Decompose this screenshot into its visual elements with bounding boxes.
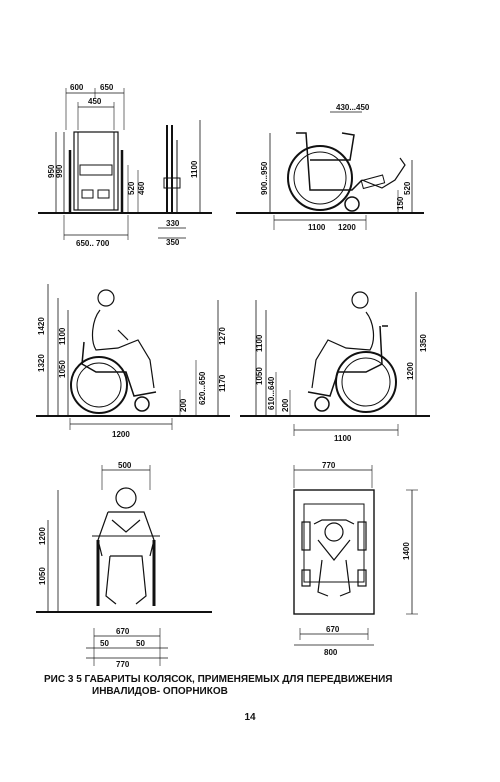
dim-50-right: 50 (136, 639, 145, 648)
dim-50-left: 50 (100, 639, 109, 648)
dim-1400: 1400 (402, 542, 411, 560)
dim-670-p5: 670 (116, 627, 130, 636)
dim-1100: 1100 (190, 160, 199, 178)
dim-1200-p3: 1200 (112, 430, 130, 439)
dim-770-p5: 770 (116, 660, 130, 669)
panel-6-plan-view: 770 1400 670 800 (293, 461, 418, 657)
dim-610-640: 610...640 (267, 376, 276, 410)
dim-600: 600 (70, 83, 84, 92)
dim-450: 450 (88, 97, 102, 106)
dim-1420: 1420 (37, 317, 46, 335)
dim-1050-p5: 1050 (38, 567, 47, 585)
dim-1050-p4: 1050 (255, 367, 264, 385)
dim-1100-p4-bottom: 1100 (334, 434, 352, 443)
dim-1200-p4: 1200 (406, 362, 415, 380)
dim-670-p6: 670 (326, 625, 340, 634)
caption-line-1: РИС 3 5 ГАБАРИТЫ КОЛЯСОК, ПРИМЕНЯЕМЫХ ДЛ… (44, 674, 393, 685)
dim-950: 950 (47, 164, 56, 178)
dim-1200-p5: 1200 (38, 527, 47, 545)
panel-2-side-view: 430...450 900...950 520 150 1100 1200 (236, 103, 424, 232)
caption-line-2: ИНВАЛИДОВ- ОПОРНИКОВ (92, 686, 228, 697)
dim-1100-p3: 1100 (58, 327, 67, 345)
dim-1320: 1320 (37, 354, 46, 372)
dim-500: 500 (118, 461, 132, 470)
dim-1050-p3: 1050 (58, 360, 67, 378)
page-number: 14 (244, 712, 256, 723)
dim-430-450: 430...450 (336, 103, 370, 112)
dim-460: 460 (137, 181, 146, 195)
panel-5-front-occupant: 500 1050 1200 670 50 50 770 (36, 461, 212, 669)
figure-caption: РИС 3 5 ГАБАРИТЫ КОЛЯСОК, ПРИМЕНЯЕМЫХ ДЛ… (44, 674, 474, 698)
panel-1-front-view: 600 650 450 950 990 520 460 1100 (38, 83, 212, 248)
dim-620-650: 620...650 (198, 371, 207, 405)
dim-650: 650 (100, 83, 114, 92)
dim-1100-p2: 1100 (308, 223, 326, 232)
panel-3-occupant-right: 1420 1320 1100 1050 1270 1170 620...650 … (36, 284, 230, 439)
dim-330: 330 (166, 219, 180, 228)
dim-520-p2: 520 (403, 181, 412, 195)
dim-800: 800 (324, 648, 338, 657)
dim-1170: 1170 (218, 374, 227, 392)
dim-900-950: 900...950 (260, 161, 269, 195)
dim-200-p3: 200 (179, 398, 188, 412)
panel-4-occupant-left: 1100 1350 1050 1200 610...640 200 1100 (240, 291, 430, 443)
dim-1200-p2: 1200 (338, 223, 356, 232)
dim-200-p4: 200 (281, 398, 290, 412)
dim-770-p6: 770 (322, 461, 336, 470)
dim-1270: 1270 (218, 327, 227, 345)
dim-350: 350 (166, 238, 180, 247)
dim-1350: 1350 (419, 334, 428, 352)
dim-650-700: 650.. 700 (76, 239, 110, 248)
dim-150: 150 (396, 196, 405, 210)
dim-1100-p4: 1100 (255, 334, 264, 352)
dim-520: 520 (127, 181, 136, 195)
dim-990: 990 (55, 164, 64, 178)
